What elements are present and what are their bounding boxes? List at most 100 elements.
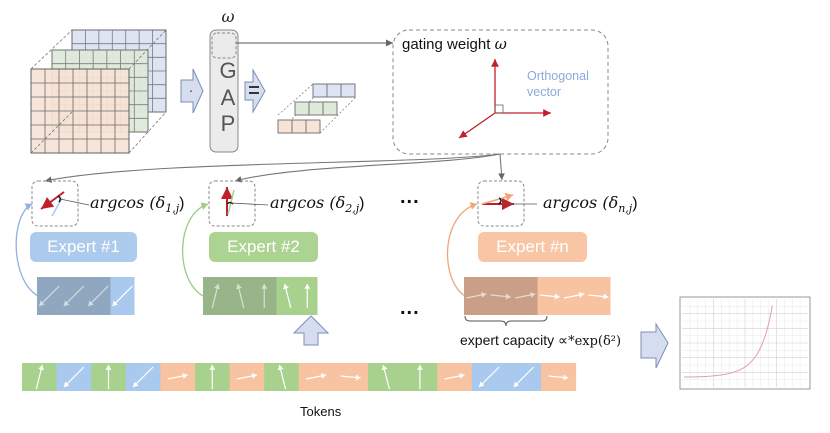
- token-cell: [506, 363, 542, 391]
- ortho-line1: Orthogonal: [527, 69, 589, 83]
- argcos-2-text: argcos (δ: [270, 193, 346, 212]
- overflow-tokens: [276, 277, 318, 315]
- feature-map-orange: [30, 68, 130, 154]
- expert-n-feedback-arrow: [446, 202, 478, 297]
- token-cell: [264, 363, 300, 391]
- token-cell: [91, 363, 127, 391]
- gap-letter-a: A: [220, 85, 236, 110]
- token-cell: [229, 363, 265, 391]
- argcos-n-text: argcos (δ: [543, 193, 619, 212]
- token-vector-arrow: [548, 374, 569, 381]
- omega-slot: [211, 32, 237, 59]
- token-vector-arrow: [283, 283, 292, 309]
- capacity-text: expert capacity ∝: [460, 332, 569, 348]
- token-cell: [195, 363, 231, 391]
- gating-to-experts-connectors: [44, 153, 505, 183]
- token-vector-arrow: [340, 374, 361, 381]
- pooled-vectors: [277, 83, 357, 134]
- capacity-brace: [464, 315, 548, 327]
- token-vector-arrow: [539, 293, 560, 300]
- expert-token-buffers: [37, 277, 611, 315]
- expert-n-angle-box: [477, 180, 537, 227]
- expert-2-angle-box: [208, 180, 269, 227]
- pooled-green: [294, 101, 338, 116]
- argcos-1-close: ): [179, 195, 185, 212]
- feature-map-stack: [30, 29, 167, 154]
- expert-n-block: Expert #n: [478, 232, 587, 262]
- token-cell: [333, 363, 369, 391]
- token-vector-arrow: [63, 285, 85, 307]
- token-cell: [437, 363, 473, 391]
- token-cell: [125, 363, 161, 391]
- omega-symbol: ω: [221, 7, 235, 26]
- token-cell: [541, 363, 577, 391]
- ellipsis-top: ...: [400, 186, 420, 208]
- argcos-expert-n: argcos (δn,j): [543, 193, 638, 215]
- token-vector-arrow: [236, 283, 245, 309]
- argcos-expert-2: argcos (δ2,j): [270, 193, 364, 215]
- ellipsis-bottom: ...: [400, 297, 420, 319]
- token-vector-arrow: [211, 283, 220, 309]
- capacity-formula: *exp(δ²): [568, 334, 622, 349]
- right-arrow-to-chart: [640, 322, 669, 369]
- expert-1-angle-box: [31, 180, 90, 227]
- token-vector-arrow: [63, 366, 85, 388]
- orthogonal-vector-label: Orthogonal vector: [527, 68, 589, 100]
- token-vector-arrow: [513, 366, 535, 388]
- expert-2-block: Expert #2: [209, 232, 318, 262]
- token-vector-arrow: [490, 293, 511, 300]
- token-vector-arrow: [132, 366, 154, 388]
- token-cell: [402, 363, 438, 391]
- token-cell: [471, 363, 507, 391]
- gating-title-text: gating weight: [402, 36, 491, 53]
- token-cell: [22, 363, 58, 391]
- expert-capacity-label: expert capacity ∝*exp(δ²): [460, 332, 621, 349]
- exp-chart-thumbnail: [679, 296, 811, 390]
- token-vector-arrow: [381, 364, 390, 390]
- gating-weight-title: gating weight ω: [402, 35, 507, 53]
- argcos-2-close: ): [359, 195, 365, 212]
- token-vector-arrow: [305, 372, 327, 380]
- token-cell: [160, 363, 196, 391]
- gap-letter-p: P: [220, 111, 236, 136]
- tokens-label: Tokens: [300, 404, 342, 419]
- pooled-blue: [312, 83, 356, 98]
- equals-operator-arrow: [244, 68, 266, 114]
- argcos-n-close: ): [632, 195, 638, 212]
- expert-1-block: Expert #1: [30, 232, 137, 262]
- gap-letter-g: G: [219, 58, 237, 83]
- gap-block: [209, 29, 239, 153]
- token-cell: [368, 363, 404, 391]
- token-cell: [56, 363, 92, 391]
- token-vector-arrow: [563, 291, 585, 299]
- token-vector-arrow: [466, 291, 487, 299]
- token-vector-arrow: [167, 372, 188, 380]
- expert-2-feedback-arrow: [181, 202, 209, 297]
- token-vector-arrow: [277, 364, 287, 390]
- dot-operator-arrow: ·: [180, 68, 204, 114]
- token-cell: [298, 363, 334, 391]
- dot-symbol: ·: [189, 82, 194, 98]
- orthogonal-axes-icon: [458, 59, 551, 139]
- token-vector-arrow: [87, 285, 109, 307]
- gating-title-symbol: ω: [494, 35, 507, 53]
- assigned-tokens: [203, 277, 277, 315]
- expert-1-feedback-arrow: [15, 203, 39, 297]
- up-arrow: [292, 315, 330, 346]
- token-vector-arrow: [236, 372, 258, 380]
- expert-buffer-1: [37, 277, 135, 315]
- token-vector-arrow: [478, 366, 500, 388]
- pooled-orange: [277, 119, 321, 134]
- token-vector-arrow: [444, 372, 465, 380]
- argcos-1-sub: 1,j: [165, 202, 180, 216]
- argcos-1-text: argcos (δ: [90, 193, 166, 212]
- token-vector-arrow: [515, 291, 536, 299]
- expert-buffer-2: [203, 277, 318, 315]
- token-vector-arrow: [112, 285, 133, 307]
- argcos-2-sub: 2,j: [345, 202, 360, 216]
- token-vector-arrow: [38, 285, 60, 307]
- ortho-line2: vector: [527, 85, 562, 99]
- stack-depth-lines: [30, 29, 167, 154]
- argcos-expert-1: argcos (δ1,j): [90, 193, 184, 215]
